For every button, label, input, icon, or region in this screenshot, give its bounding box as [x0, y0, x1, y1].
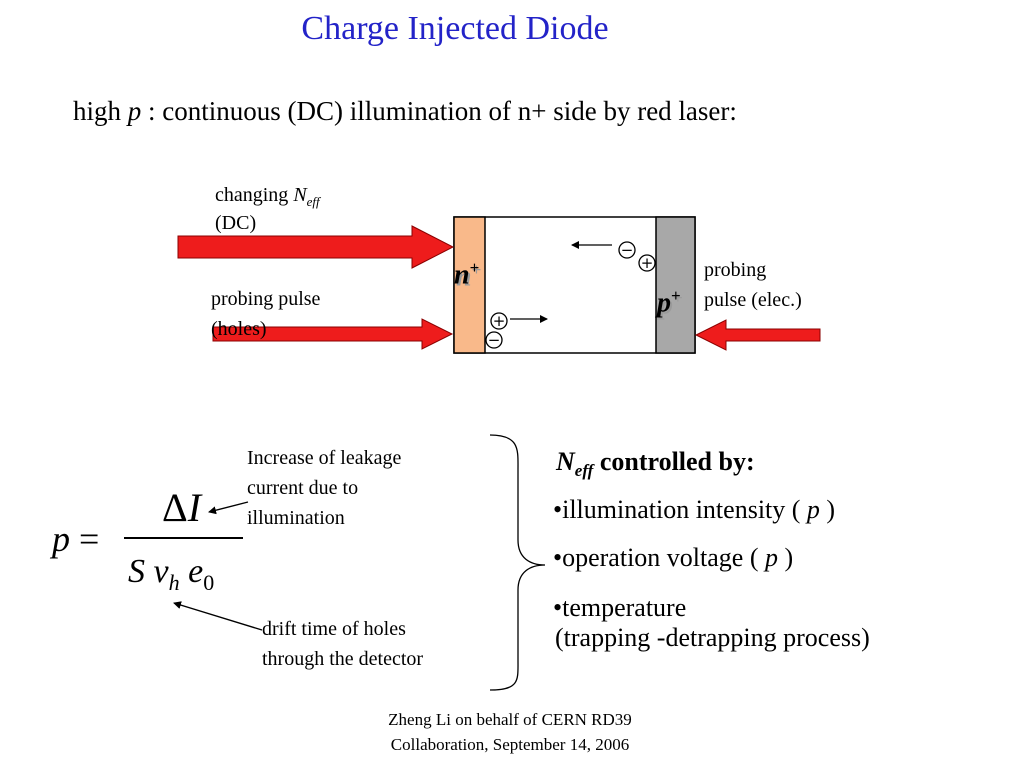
formula-lhs: p = [52, 518, 99, 560]
slide-subtitle: high p : continuous (DC) illumination of… [73, 96, 737, 127]
laser-arrow-dc [177, 225, 455, 269]
n-region-letter: n [454, 259, 470, 291]
p-region-sup: + [671, 286, 681, 305]
leakage-note-2: current due to [247, 477, 359, 499]
electron-sign: − [621, 241, 634, 259]
controls-heading-sub: eff [574, 461, 594, 481]
probing-holes-arrow [212, 318, 454, 350]
p-region-letter: p [657, 287, 671, 319]
formula-zero: 0 [203, 569, 215, 595]
formula-I: I [187, 485, 202, 530]
hole-circle-p [638, 254, 656, 272]
bullet-1-end: ) [819, 495, 836, 524]
subtitle-prefix: high [73, 96, 128, 126]
controls-heading-var: N [556, 447, 575, 476]
leakage-note-1: Increase of leakage [247, 447, 402, 469]
probing-holes-label-2: (holes) [211, 318, 267, 340]
probing-elec-label-2: pulse (elec.) [704, 289, 802, 311]
formula-equals: = [79, 519, 100, 559]
changing-neff-label: changing Neff [215, 180, 320, 217]
probing-elec-label-1: probing [704, 259, 767, 281]
electron-circle [618, 241, 636, 259]
probing-elec-arrow [694, 319, 821, 351]
formula-h: h [168, 569, 180, 595]
probing-holes-label-1: probing pulse [211, 288, 321, 310]
p-region-label: p+ [657, 286, 681, 319]
electron-circle-n [485, 331, 503, 349]
formula-denominator: S vh e0 [128, 553, 214, 596]
electron-sign-n: − [488, 331, 501, 349]
control-bullet-trapping: (trapping -detrapping process) [555, 623, 870, 652]
drift-note-2: through the detector [262, 648, 424, 670]
hole-sign-n: + [493, 312, 506, 330]
formula-delta: Δ [162, 485, 188, 530]
footer-line-2: Collaboration, September 14, 2006 [390, 735, 630, 754]
n-plus-region [453, 216, 486, 354]
formula-e: e [188, 553, 204, 590]
formula-S: S [128, 553, 145, 590]
bullet-1-var: p [806, 495, 820, 524]
changing-text: changing [215, 184, 294, 206]
controls-heading: Neff controlled by: [556, 446, 755, 486]
drift-pointer [173, 601, 263, 631]
controls-heading-text: controlled by: [593, 447, 755, 476]
drift-note-1: drift time of holes [262, 618, 406, 640]
formula-p: p [52, 519, 70, 559]
footer-line-1: Zheng Li on behalf of CERN RD39 [388, 710, 632, 729]
bullet-2-text: •operation voltage ( [553, 543, 765, 572]
n-region-sup: + [469, 258, 480, 277]
n-region-label: n+ [454, 258, 479, 291]
bullet-2-end: ) [777, 543, 794, 572]
bullet-2-var: p [764, 543, 778, 572]
formula-numerator: ΔI [162, 484, 201, 531]
bullet-1-text: •illumination intensity ( [553, 495, 807, 524]
leakage-note-3: illumination [247, 507, 345, 529]
control-bullet-intensity: •illumination intensity ( p ) [553, 494, 835, 525]
p-plus-region [655, 216, 696, 354]
formula-v: v [153, 553, 169, 590]
slide-title: Charge Injected Diode [301, 10, 609, 47]
dc-label: (DC) [215, 212, 257, 234]
hole-sign-p: + [641, 254, 654, 272]
control-bullet-temperature: •temperature [553, 593, 687, 622]
brace [489, 434, 546, 691]
control-bullet-voltage: •operation voltage ( p ) [553, 542, 793, 573]
leakage-pointer [208, 501, 249, 515]
hole-circle-n [490, 312, 508, 330]
changing-sub: eff [306, 194, 320, 209]
changing-var: N [293, 184, 307, 206]
subtitle-var: p [127, 96, 142, 126]
subtitle-rest: : continuous (DC) illumination of n+ sid… [141, 96, 737, 126]
slide-footer: Zheng Li on behalf of CERN RD39 Collabor… [340, 707, 680, 757]
